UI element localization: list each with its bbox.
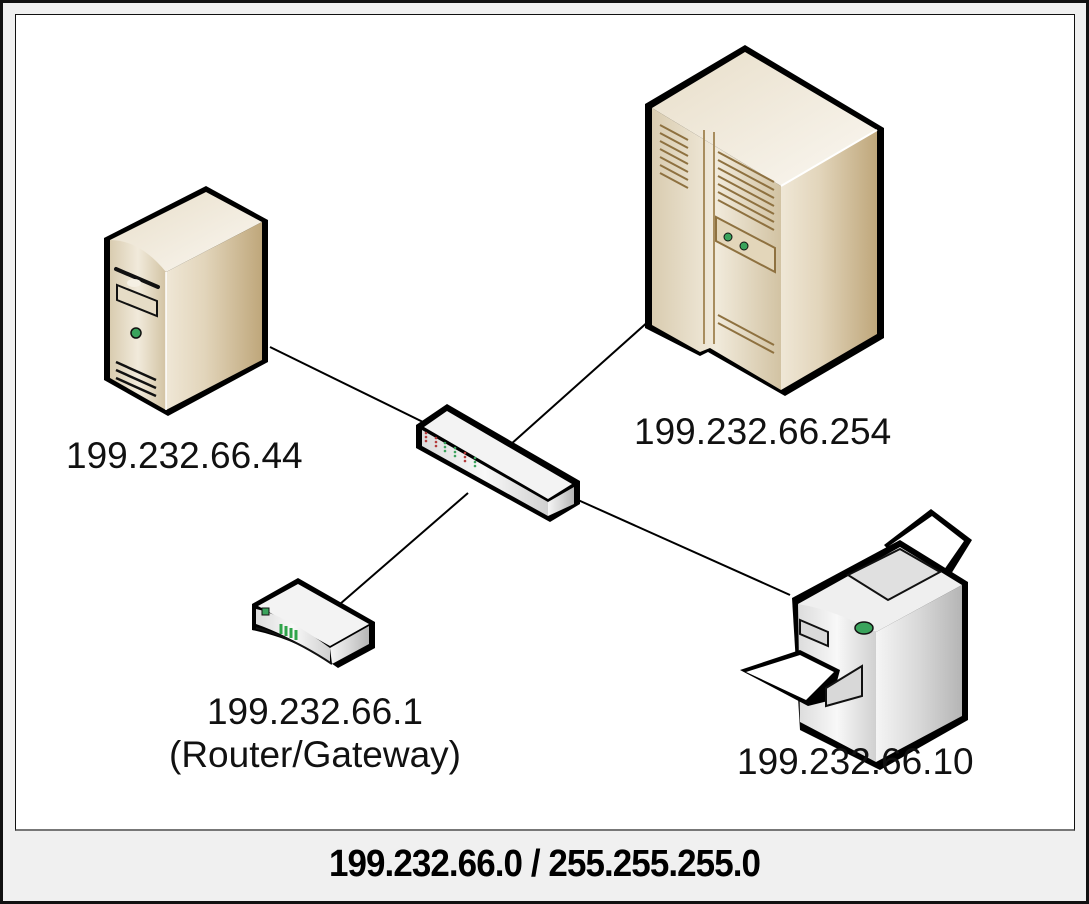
port-leds-icon (424, 431, 477, 468)
status-led-icon (739, 241, 749, 251)
link-router-switch (339, 492, 469, 605)
network-subnet-label: 199.232.66.0 / 255.255.255.0 (328, 843, 761, 885)
mainframe-server-icon[interactable] (645, 45, 884, 396)
network-links (269, 319, 791, 605)
printer-icon[interactable] (740, 509, 972, 770)
status-led-icon (723, 232, 733, 242)
router-status-icon (261, 607, 270, 616)
link-server-switch (509, 319, 651, 446)
router-ip-label: 199.232.66.1 (206, 691, 424, 732)
printer-ip-label: 199.232.66.10 (737, 741, 974, 782)
router-icon[interactable] (252, 578, 375, 668)
link-printer-switch (577, 499, 791, 596)
router-role-label: (Router/Gateway) (169, 734, 461, 775)
power-led-icon (130, 327, 142, 339)
server-ip-label: 199.232.66.254 (634, 411, 892, 452)
workstation-ip-label: 199.232.66.44 (66, 435, 303, 476)
printer-status-led-icon (854, 621, 874, 635)
tower-server-icon[interactable] (104, 186, 268, 416)
link-workstation-switch (269, 346, 426, 424)
network-switch-icon[interactable] (416, 404, 580, 522)
